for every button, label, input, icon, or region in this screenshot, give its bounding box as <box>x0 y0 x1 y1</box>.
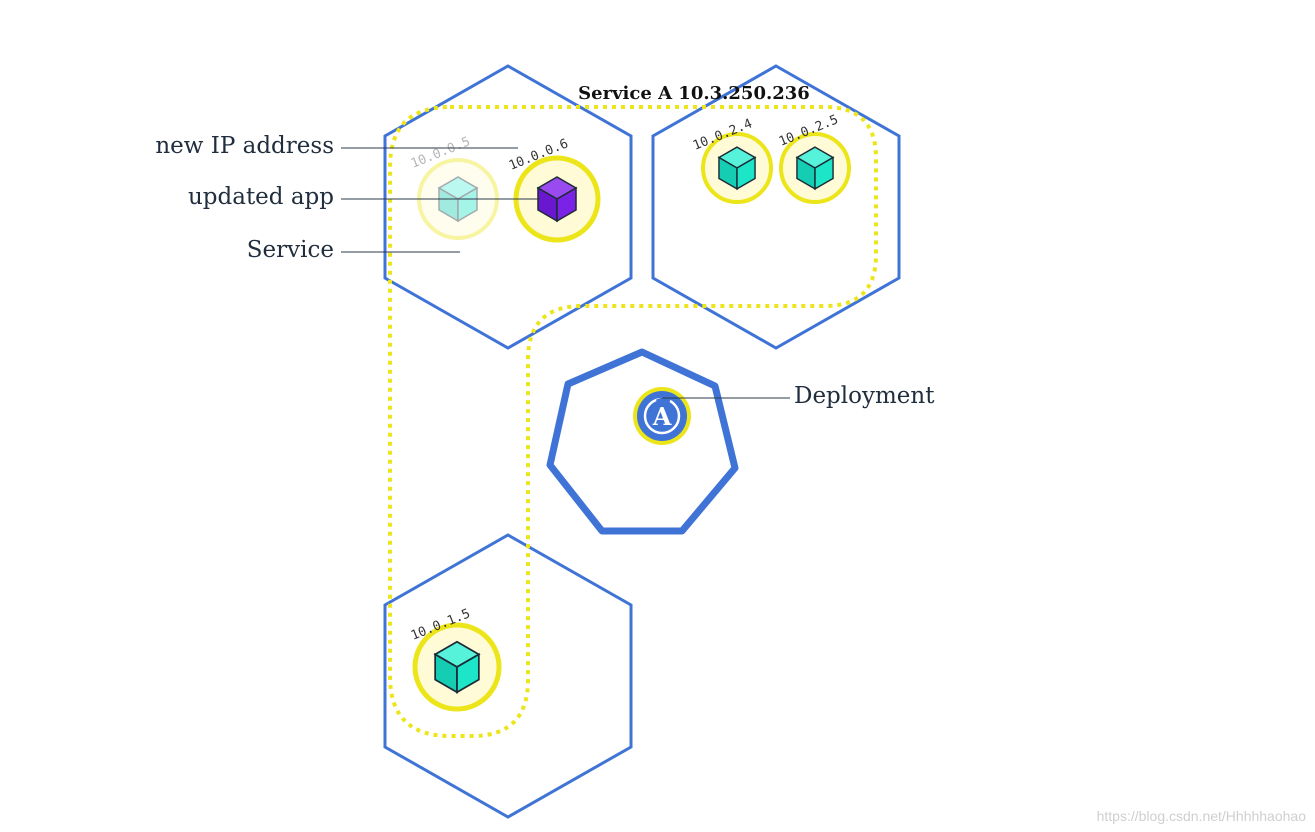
master-node-heptagon <box>546 348 739 535</box>
service-boundary <box>388 105 878 738</box>
pod-10-0-1-5 <box>412 622 502 712</box>
updated-app-label: updated app <box>188 184 334 210</box>
node-hexagon-top-right <box>651 64 901 350</box>
pod-10-0-2-4 <box>701 132 773 204</box>
service-title: Service A 10.3.250.236 <box>578 83 810 104</box>
deployment-icon: A <box>633 387 691 445</box>
new-ip-address-label: new IP address <box>155 133 334 159</box>
node-hexagon-top-left <box>383 64 633 350</box>
service-label: Service <box>247 237 334 263</box>
node-hexagon-bottom <box>383 533 633 819</box>
pod-10-0-2-5 <box>779 132 851 204</box>
watermark: https://blog.csdn.net/Hhhhhaohao <box>1097 808 1307 824</box>
deployment-label: Deployment <box>794 383 935 409</box>
deployment-letter: A <box>652 402 672 431</box>
